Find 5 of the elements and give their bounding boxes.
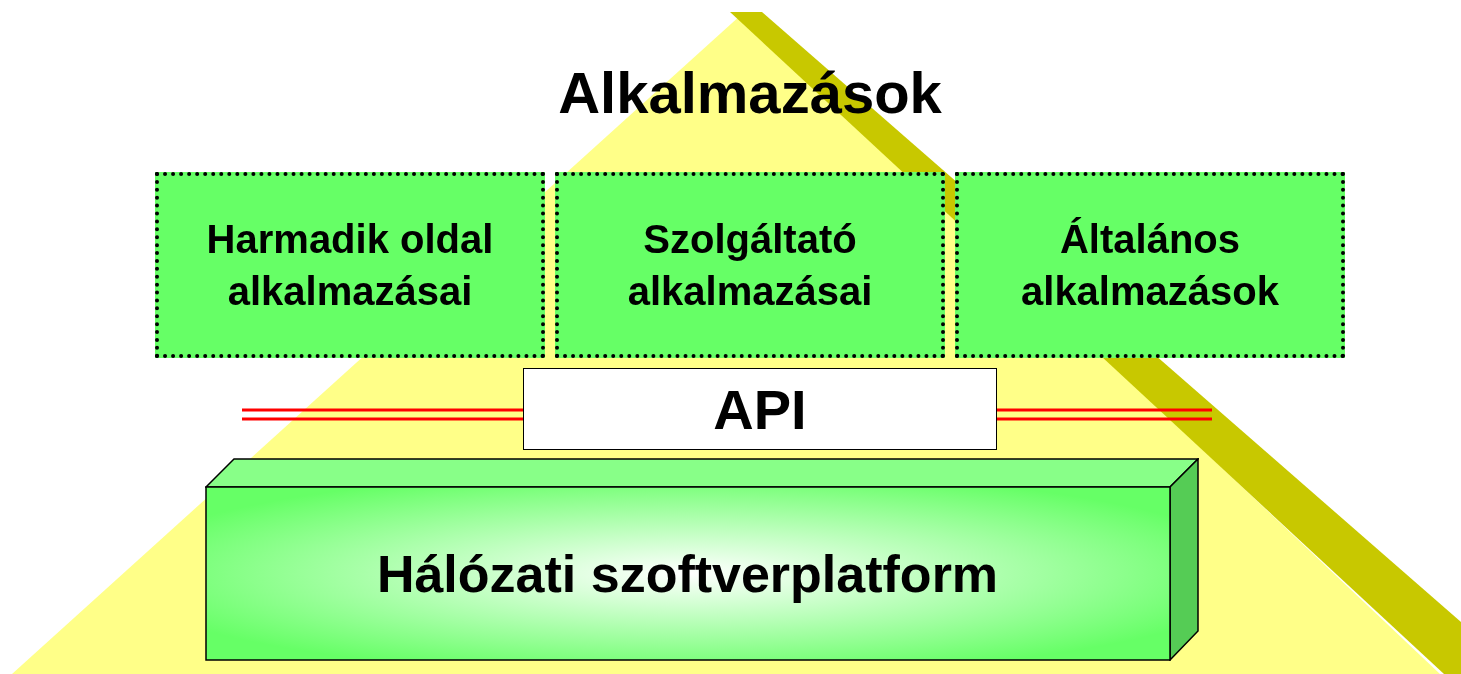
application-box: Általános alkalmazások — [955, 172, 1345, 358]
application-box: Harmadik oldal alkalmazásai — [155, 172, 545, 358]
application-box: Szolgáltató alkalmazásai — [555, 172, 945, 358]
title: Alkalmazások — [557, 59, 943, 127]
api-box: API — [523, 368, 997, 450]
